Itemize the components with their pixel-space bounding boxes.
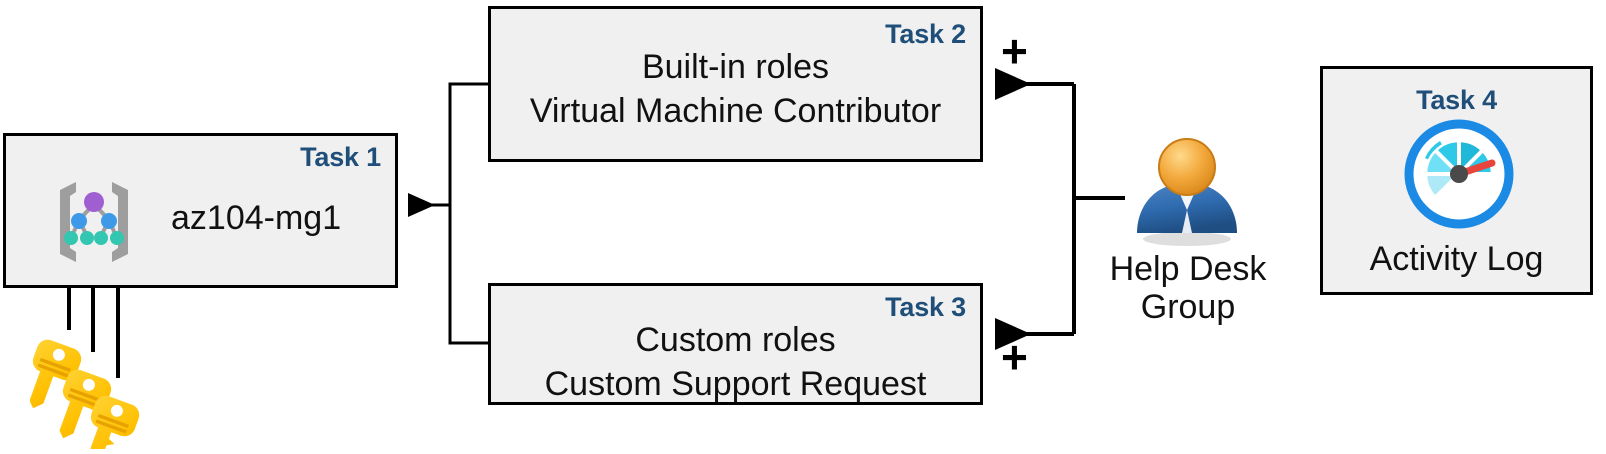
task-1-label: Task 1 — [300, 142, 381, 172]
task-4-box[interactable]: Task 4 — [1320, 66, 1593, 295]
task-4-title: Activity Log — [1369, 240, 1544, 278]
management-group-icon — [46, 176, 142, 268]
plus-sign-bottom: + — [1001, 331, 1028, 383]
task-3-label: Task 3 — [885, 292, 966, 322]
gauge-icon — [1404, 119, 1514, 229]
task-1-title: az104-mg1 — [171, 199, 342, 237]
plus-sign-top: + — [1001, 25, 1028, 77]
task-1-box[interactable]: Task 1 az104-mg1 — [3, 133, 398, 288]
task-3-line-2: Custom Support Request — [544, 365, 927, 403]
three-keys-icon — [29, 315, 170, 454]
task-2-line-1: Built-in roles — [641, 48, 830, 86]
task-3-box[interactable]: Task 3 Custom roles Custom Support Reque… — [488, 283, 983, 405]
task-2-box[interactable]: Task 2 Built-in roles Virtual Machine Co… — [488, 6, 983, 162]
task-3-line-1: Custom roles — [635, 321, 836, 359]
user-group-icon — [1127, 136, 1247, 248]
task-2-line-2: Virtual Machine Contributor — [529, 92, 942, 130]
actor-caption-line-1: Help Desk — [1109, 250, 1267, 288]
task-2-label: Task 2 — [885, 19, 966, 49]
actor-caption-line-2: Group — [1140, 288, 1236, 326]
task-4-label: Task 4 — [1416, 85, 1497, 115]
